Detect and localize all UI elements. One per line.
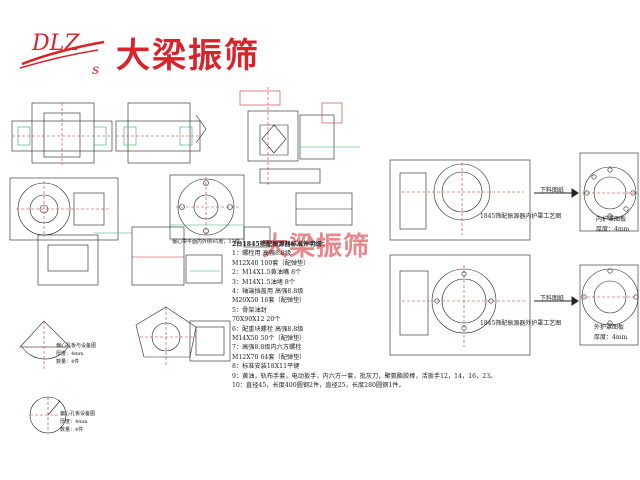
parts-list-line: M14X50 50个（配弹垫） bbox=[232, 335, 306, 343]
assembly-view-left bbox=[11, 102, 113, 165]
parts-list-line: 3：M14X1.5油堵 8个 bbox=[232, 278, 296, 286]
flange-view-left bbox=[9, 177, 119, 241]
parts-list-line: 10：直径45，长度400圆钢2件，直径25，长度280圆钢1件。 bbox=[232, 382, 405, 390]
sector-b-line-1: 偏心孔板设备图 bbox=[60, 411, 96, 417]
parts-list-line: M12X70 64套（配弹垫） bbox=[232, 353, 306, 361]
outer-plate-thickness: 厚度：4mm bbox=[594, 334, 628, 341]
parts-list-line: M12X40 100套（配弹垫） bbox=[232, 259, 310, 267]
inner-cover-caption: 1845筛配振源器内护罩工艺图 bbox=[480, 213, 562, 220]
engineering-drawing bbox=[9, 87, 639, 434]
outer-cover-plate bbox=[579, 264, 639, 346]
parts-list-line: M20X50 16套（配弹垫） bbox=[232, 297, 306, 305]
blanking-arrow-top-icon bbox=[534, 188, 579, 198]
sector-a-line-1: 偏心孔板与设备图 bbox=[56, 343, 97, 349]
sector-a-line-3: 数量：4件 bbox=[56, 359, 80, 365]
inner-plate-thickness: 厚度：4mm bbox=[596, 226, 630, 233]
blanking-arrow-bottom-icon bbox=[534, 296, 579, 306]
parts-list: 2台1845筛配振源器标准件明细： 1：螺栓用 高强8.8级 M12X40 10… bbox=[232, 240, 497, 420]
sector-b-line-2: 厚度：4mm bbox=[60, 419, 88, 425]
outer-plate-label: 外护罩图板 bbox=[594, 324, 625, 331]
dlz-logo-icon: DLZ s bbox=[19, 31, 105, 78]
parts-list-line: 8：标准安装18X11平键 bbox=[232, 363, 300, 371]
sector-plate-a bbox=[19, 320, 71, 371]
brand-header: DLZ s 大梁振筛 bbox=[18, 20, 258, 80]
parts-list-line: 4：轴端挡盖用 高强8.8级 bbox=[232, 288, 304, 296]
side-elevation-view bbox=[239, 87, 360, 185]
sector-b-line-3: 数量：4件 bbox=[60, 427, 84, 433]
bearing-view bbox=[131, 226, 185, 286]
parts-list-line: 1：螺栓用 高强8.8级 bbox=[232, 250, 292, 258]
sector-plate-b bbox=[29, 396, 67, 434]
parts-list-line: 6：配重块螺栓 高强8.8级 bbox=[232, 325, 304, 333]
sector-a-line-2: 厚度：4mm bbox=[56, 351, 84, 357]
eccentric-block-view bbox=[135, 306, 231, 367]
inner-plate-label: 内护罩图板 bbox=[596, 216, 627, 223]
blanking-label-bottom: 下料图纸 bbox=[540, 295, 565, 302]
parts-list-line: 2：M14X1.5黄油嘴 8个 bbox=[232, 269, 302, 277]
outer-cover-drawing bbox=[389, 254, 531, 356]
blanking-label-top: 下料图纸 bbox=[540, 187, 565, 194]
inner-cover-drawing bbox=[389, 159, 531, 241]
parts-list-line: 70X90X12 20个 bbox=[232, 316, 281, 324]
svg-text:DLZ: DLZ bbox=[31, 31, 80, 56]
parts-list-line: 7：高强8.8级内六方螺栓 bbox=[232, 344, 302, 352]
bracket-view bbox=[37, 234, 99, 286]
svg-text:s: s bbox=[92, 62, 99, 78]
center-note: 偏心块平面内外侧45度，13件 bbox=[172, 239, 240, 245]
brand-name: 大梁振筛 bbox=[116, 36, 260, 76]
inner-cover-plate bbox=[579, 152, 639, 232]
flange-view-center bbox=[169, 174, 245, 240]
parts-list-title: 2台1845筛配振源器标准件明细： bbox=[232, 241, 328, 248]
parts-list-line: 9：黄油，轨布手套，电动扳手，内六方一套，批灰刀，聚氨酯胶棒，活扳手12，14，… bbox=[232, 372, 497, 380]
parts-list-line: 5：骨架油封 bbox=[232, 306, 267, 314]
watermark: 大梁振筛 bbox=[262, 232, 371, 262]
assembly-view-middle bbox=[115, 102, 207, 164]
outer-cover-caption: 1845筛配振源器外护罩工艺图 bbox=[480, 320, 562, 327]
